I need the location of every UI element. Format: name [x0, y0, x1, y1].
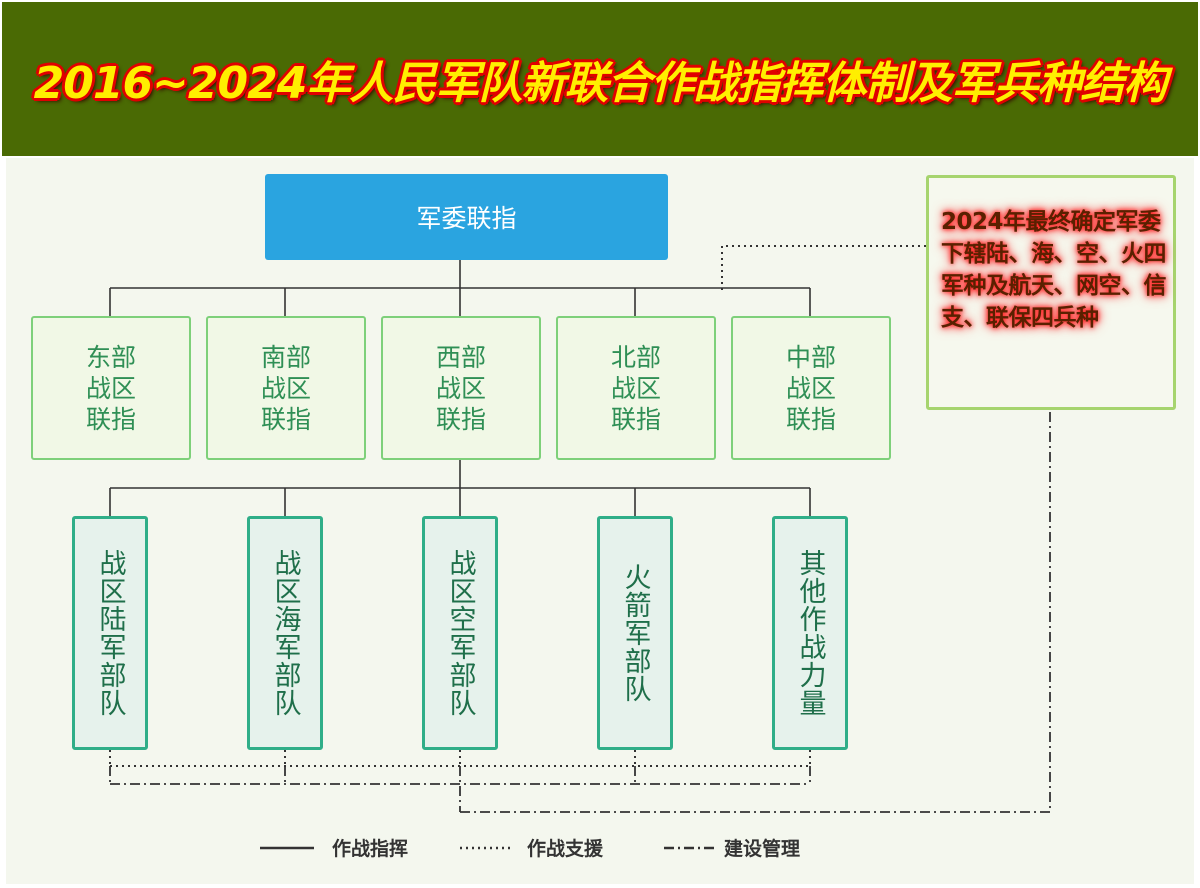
force-label: 其他作战力量: [794, 549, 826, 717]
management-lines: [109, 410, 1051, 813]
region-label: 中部 战区 联指: [785, 342, 836, 434]
region-node-north: 北部 战区 联指: [556, 316, 716, 460]
page-title: 2016~2024年人民军队新联合作战指挥体制及军兵种结构: [33, 58, 1168, 109]
force-label: 战区陆军部队: [94, 549, 126, 717]
force-node-other-forces: 其他作战力量: [772, 516, 848, 750]
region-node-south: 南部 战区 联指: [206, 316, 366, 460]
force-node-navy: 战区海军部队: [247, 516, 323, 750]
force-node-rocket-force: 火箭军部队: [597, 516, 673, 750]
legend-command: 作战指挥: [332, 832, 408, 862]
command-lines: [109, 260, 811, 516]
annotation-note: 2024年最终确定军委下辖陆、海、空、火四军种及航天、网空、信支、联保四兵种: [926, 175, 1176, 410]
region-label: 东部 战区 联指: [85, 342, 136, 434]
force-label: 战区空军部队: [444, 549, 476, 717]
force-node-air-force: 战区空军部队: [422, 516, 498, 750]
root-node-cmc-joint-command: 军委联指: [265, 174, 668, 260]
force-label: 火箭军部队: [619, 563, 651, 703]
force-node-army: 战区陆军部队: [72, 516, 148, 750]
legend-command-label: 作战指挥: [332, 837, 409, 860]
region-label: 西部 战区 联指: [435, 342, 486, 434]
header-banner: 2016~2024年人民军队新联合作战指挥体制及军兵种结构: [2, 2, 1198, 156]
legend-management-label: 建设管理: [724, 837, 801, 860]
root-label: 军委联指: [416, 204, 517, 233]
region-label: 北部 战区 联指: [610, 342, 661, 434]
legend-support: 作战支援: [527, 832, 603, 862]
legend-management: 建设管理: [724, 832, 800, 862]
region-node-central: 中部 战区 联指: [731, 316, 891, 460]
legend-support-label: 作战支援: [527, 837, 604, 860]
annotation-note-text: 2024年最终确定军委下辖陆、海、空、火四军种及航天、网空、信支、联保四兵种: [941, 209, 1167, 331]
region-node-west: 西部 战区 联指: [381, 316, 541, 460]
force-label: 战区海军部队: [269, 549, 301, 717]
region-node-east: 东部 战区 联指: [31, 316, 191, 460]
region-label: 南部 战区 联指: [260, 342, 311, 434]
